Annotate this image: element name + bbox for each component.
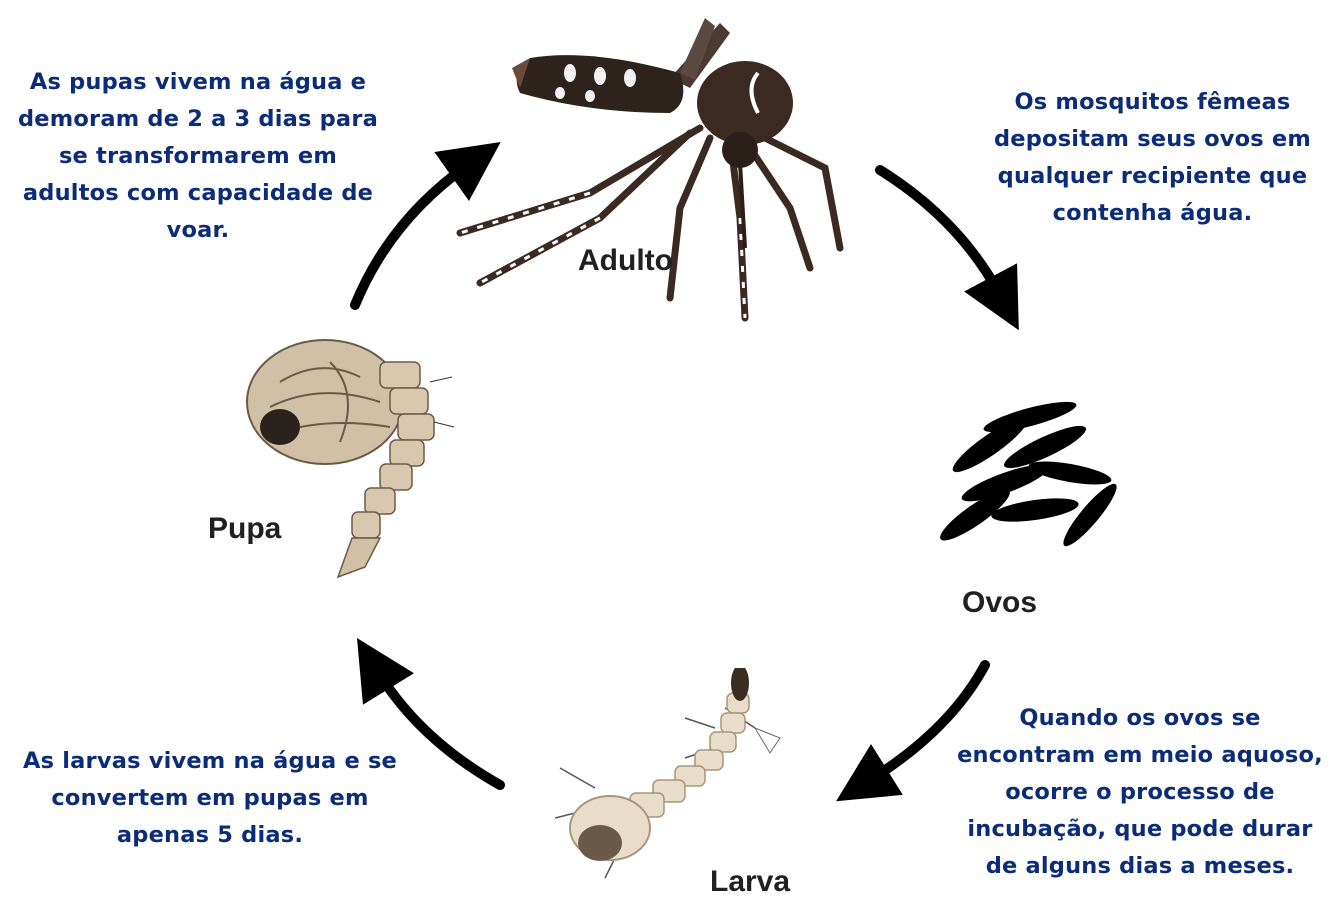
caption-line: se transformarem em xyxy=(8,138,388,175)
stage-label-larva: Larva xyxy=(710,865,790,899)
pupa-icon xyxy=(240,322,455,592)
caption-line: voar. xyxy=(8,212,388,249)
caption-eggs-to-larva: Quando os ovos se encontram em meio aquo… xyxy=(955,700,1325,885)
caption-larva-to-pupa: As larvas vivem na água e se convertem e… xyxy=(10,743,410,854)
caption-line: apenas 5 dias. xyxy=(10,817,410,854)
caption-line: As pupas vivem na água e xyxy=(8,64,388,101)
caption-line: depositam seus ovos em xyxy=(980,121,1325,158)
caption-line: incubação, que pode durar xyxy=(955,811,1325,848)
stage-label-pupa: Pupa xyxy=(208,512,281,546)
stage-label-eggs: Ovos xyxy=(962,586,1037,620)
caption-line: Os mosquitos fêmeas xyxy=(980,84,1325,121)
caption-line: As larvas vivem na água e se xyxy=(10,743,410,780)
egg-cluster-icon xyxy=(930,395,1130,565)
caption-line: adultos com capacidade de xyxy=(8,175,388,212)
caption-adult-to-eggs: Os mosquitos fêmeas depositam seus ovos … xyxy=(980,84,1325,232)
caption-line: qualquer recipiente que xyxy=(980,158,1325,195)
caption-line: contenha água. xyxy=(980,195,1325,232)
caption-line: demoram de 2 a 3 dias para xyxy=(8,101,388,138)
caption-line: de alguns dias a meses. xyxy=(955,848,1325,885)
stage-label-adult: Adulto xyxy=(578,244,673,278)
caption-line: ocorre o processo de xyxy=(955,774,1325,811)
mosquito-adult-icon xyxy=(440,18,860,328)
caption-line: convertem em pupas em xyxy=(10,780,410,817)
caption-line: Quando os ovos se xyxy=(955,700,1325,737)
caption-line: encontram em meio aquoso, xyxy=(955,737,1325,774)
larva-icon xyxy=(555,668,795,898)
caption-pupa-to-adult: As pupas vivem na água e demoram de 2 a … xyxy=(8,64,388,249)
